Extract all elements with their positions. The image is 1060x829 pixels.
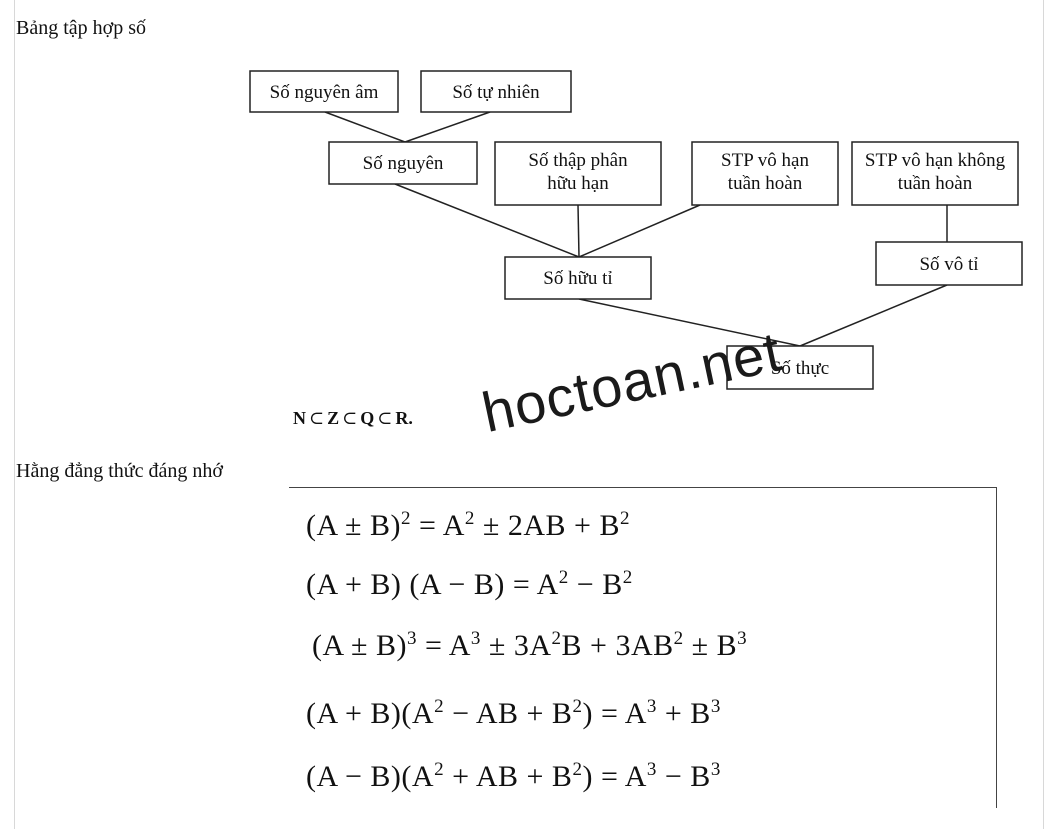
left-margin-rule [14, 0, 15, 829]
label-finite-decimal-line1: Số thập phân [528, 150, 628, 171]
set-q: Q [360, 408, 375, 428]
label-integers: Số nguyên [363, 153, 444, 174]
connector-natural-to-integers [404, 111, 491, 143]
formula-difference-of-squares: (A + B) (A − B) = A2 − B2 [306, 567, 633, 601]
connector-irrational-to-real [799, 284, 948, 347]
set-n: N [293, 408, 306, 428]
box-real-numbers [726, 345, 874, 390]
set-z: Z [327, 408, 340, 428]
label-irrational-numbers: Số vô tỉ [919, 254, 978, 275]
box-rational-numbers [504, 256, 652, 300]
box-repeating-decimal [691, 141, 839, 206]
box-integers [328, 141, 478, 185]
label-rational-numbers: Số hữu tỉ [543, 268, 612, 289]
connector-finite-to-rational [577, 204, 580, 258]
box-finite-decimal [494, 141, 662, 206]
label-natural-numbers: Số tự nhiên [452, 82, 540, 103]
subset-symbol: ⊂ [309, 408, 325, 428]
label-nonrepeating-decimal-line1: STP vô hạn không [865, 150, 1006, 171]
connector-negative-to-integers [324, 111, 406, 143]
label-finite-decimal-line2: hữu hạn [547, 173, 609, 194]
number-sets-heading: Bảng tập hợp số [16, 17, 147, 39]
subset-chain-end: . [408, 408, 413, 428]
label-repeating-decimal-line1: STP vô hạn [721, 150, 809, 171]
connector-integers-to-rational [394, 183, 580, 258]
box-nonrepeating-decimal [851, 141, 1019, 206]
formula-frame [289, 487, 997, 808]
box-negative-integers [249, 70, 399, 113]
subset-chain: N⊂Z⊂Q⊂R. [293, 408, 413, 429]
connector-repeating-to-rational [578, 204, 701, 258]
label-negative-integers: Số nguyên âm [270, 82, 379, 103]
formula-cube: (A ± B)3 = A3 ± 3A2B + 3AB2 ± B3 [312, 628, 748, 662]
right-margin-rule [1043, 0, 1044, 829]
subset-symbol: ⊂ [377, 408, 393, 428]
connector-rational-to-real [578, 298, 801, 347]
label-real-numbers: Số thực [771, 358, 829, 379]
label-repeating-decimal-line2: tuần hoàn [728, 173, 803, 194]
formula-difference-of-cubes: (A − B)(A2 + AB + B2) = A3 − B3 [306, 759, 721, 793]
set-r: R [395, 408, 409, 428]
formula-sum-of-cubes: (A + B)(A2 − AB + B2) = A3 + B3 [306, 696, 721, 730]
identities-heading: Hằng đẳng thức đáng nhớ [16, 460, 223, 482]
box-irrational-numbers [875, 241, 1023, 286]
label-nonrepeating-decimal-line2: tuần hoàn [898, 173, 973, 194]
box-natural-numbers [420, 70, 572, 113]
subset-symbol: ⊂ [342, 408, 358, 428]
formula-square: (A ± B)2 = A2 ± 2AB + B2 [306, 508, 630, 542]
